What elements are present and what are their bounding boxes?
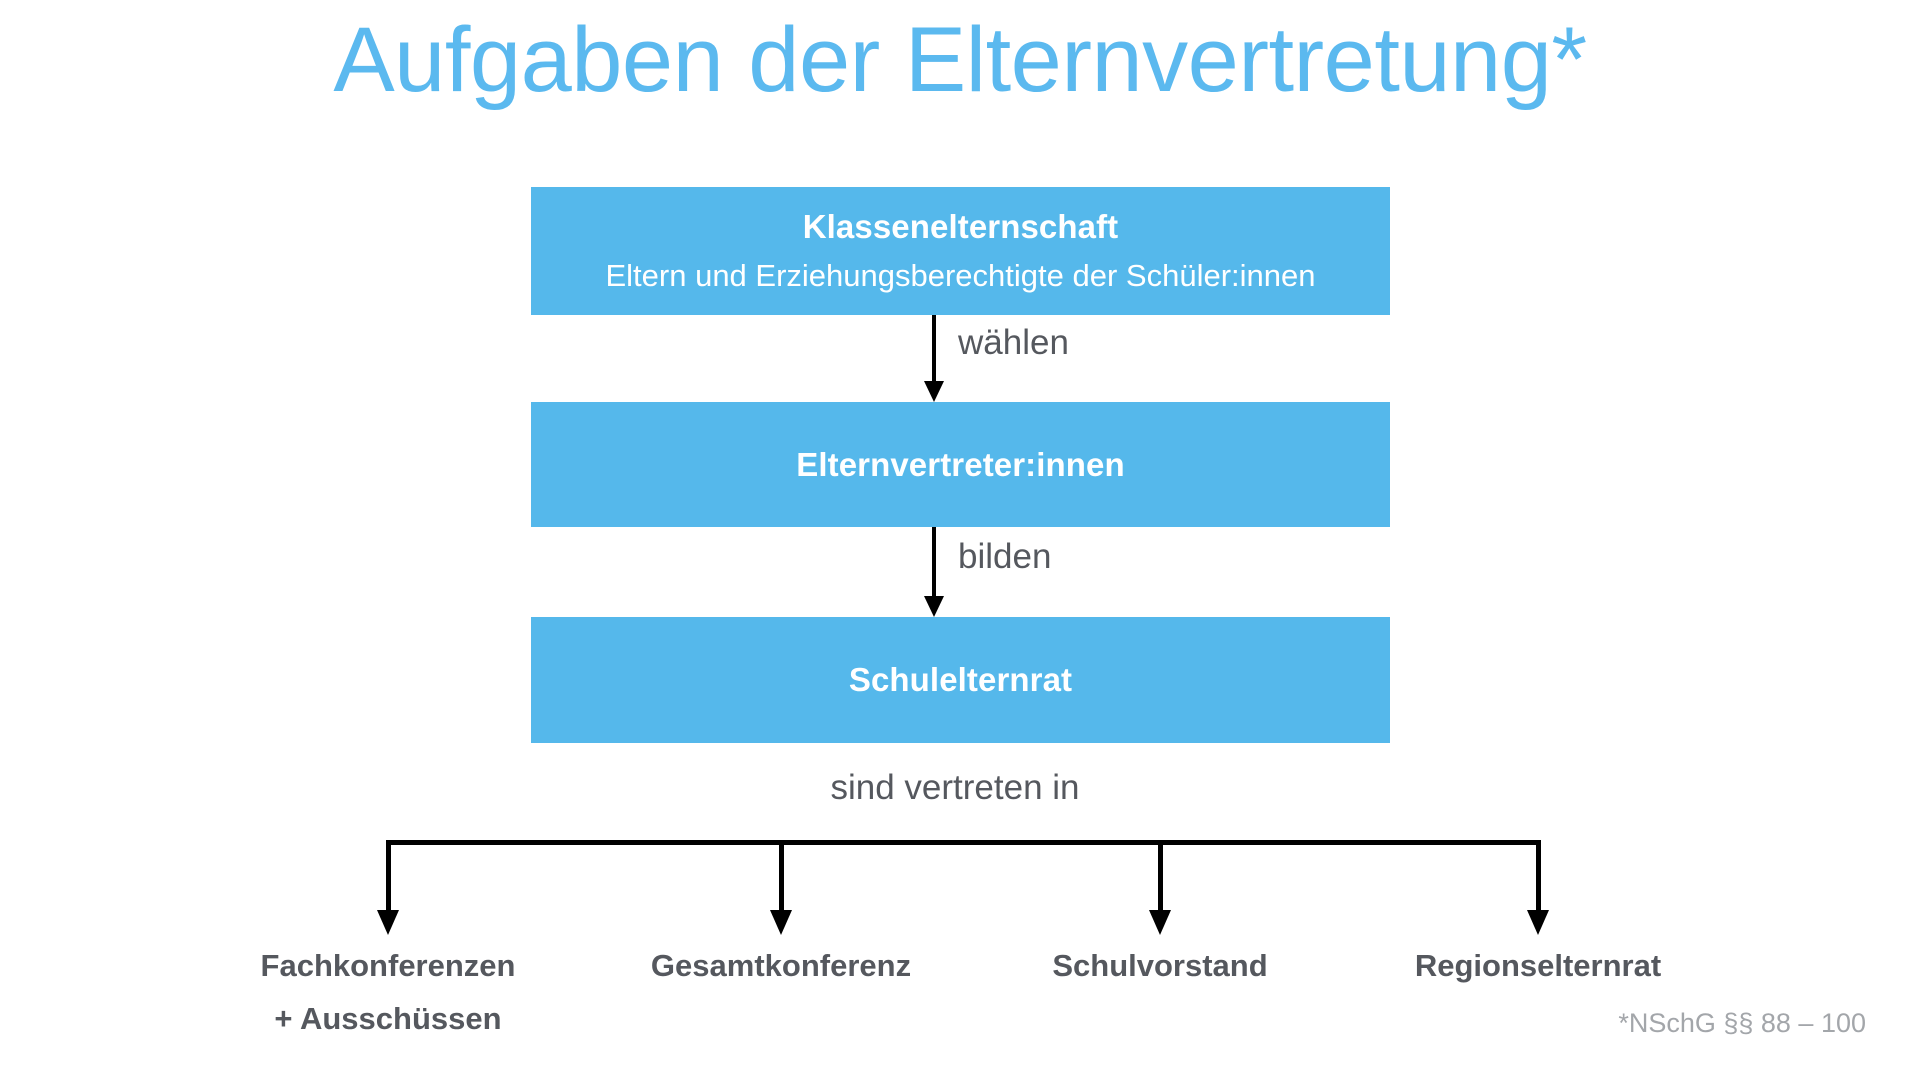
flow-box-title: Klassenelternschaft	[802, 207, 1119, 245]
leaf-label-schulvorstand: Schulvorstand	[1052, 950, 1267, 981]
arrow-stem	[779, 840, 784, 912]
connector-waehlen: wählen	[924, 315, 1132, 402]
leaf-label-line-1: Regionselternrat	[1414, 948, 1662, 983]
connector-bilden: bilden	[924, 527, 1132, 617]
page-title: Aufgaben der Elternvertretung*	[333, 9, 1587, 111]
leaf-label-line-1: Gesamtkonferenz	[650, 948, 912, 983]
connector-label: bilden	[958, 537, 1052, 576]
arrow-head-down-icon	[770, 910, 792, 935]
flow-box-subtitle: Eltern und Erziehungsberechtigte der Sch…	[605, 257, 1316, 293]
branch-label-wrapper: sind vertreten in	[0, 768, 1920, 808]
leaf-label-line-2: + Ausschüssen	[274, 1001, 502, 1036]
arrow-stem	[932, 315, 936, 381]
leaf-label-line-1: Fachkonferenzen	[260, 948, 516, 983]
footnote: *NSchG §§ 88 – 100	[1618, 1008, 1866, 1038]
leaf-label-line-1: Schulvorstand	[1052, 948, 1268, 983]
branch-horizontal-bar	[386, 840, 1541, 845]
arrow-head-down-icon	[1149, 910, 1171, 935]
flow-box-klassenelternschaft: Klassenelternschaft Eltern und Erziehung…	[531, 187, 1390, 315]
arrow-head-down-icon	[1527, 910, 1549, 935]
arrow-head-down-icon	[924, 596, 944, 617]
arrow-stem	[1158, 840, 1163, 912]
arrow-stem	[386, 840, 391, 912]
flow-box-elternvertreter: Elternvertreter:innen	[531, 402, 1390, 527]
leaf-label-regionselternrat: Regionselternrat	[1415, 950, 1661, 981]
flow-box-schulelternrat: Schulelternrat	[531, 617, 1390, 743]
leaf-label-gesamtkonferenz: Gesamtkonferenz	[651, 950, 911, 981]
branch-label: sind vertreten in	[830, 768, 1080, 807]
flow-box-title: Elternvertreter:innen	[796, 445, 1125, 483]
connector-label: wählen	[958, 323, 1069, 362]
arrow-head-down-icon	[924, 381, 944, 402]
branch-tree	[0, 840, 1920, 940]
arrow-stem	[1536, 840, 1541, 912]
arrow-head-down-icon	[377, 910, 399, 935]
flow-box-title: Schulelternrat	[848, 661, 1073, 699]
leaf-label-fachkonferenzen: Fachkonferenzen + Ausschüssen	[261, 950, 516, 1034]
arrow-stem	[932, 527, 936, 596]
